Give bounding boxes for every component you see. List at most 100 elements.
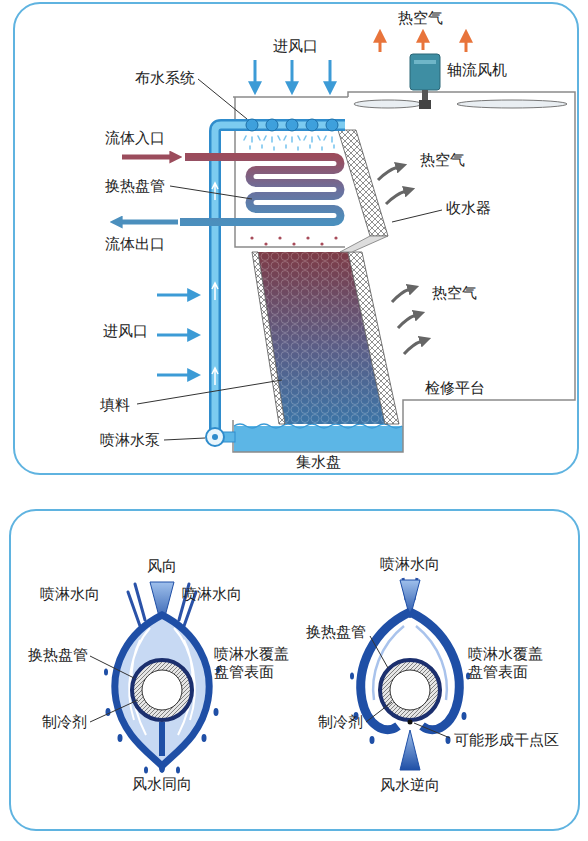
co-current-figure [202,734,207,742]
hot-air-arrows-side [378,167,398,180]
hot-air-arrows-top [379,40,382,52]
label-anchor: 换热盘管 [306,622,366,641]
drift-eliminator [338,130,388,236]
tower-housing [233,92,575,452]
panel-frames [10,3,579,830]
label-anchor: 轴流风机 [447,60,507,79]
coil-drips [250,236,253,239]
hot-air-arrows-side [378,167,422,354]
part-label: 风水同向 [132,775,192,793]
label-anchor: 流体出口 [105,234,165,253]
co-current-figure [104,669,108,676]
hot-air-arrows-top [422,40,425,50]
fill-media [252,252,399,424]
label-anchor: 喷淋水向 [40,584,100,603]
hot-air-arrows-side [398,315,416,328]
part-label: 收水器 [446,199,491,217]
fill-media [252,252,285,424]
co-current-figure [132,660,192,720]
leader-lines [198,79,247,119]
part-label: 喷淋水覆盖 盘管表面 [214,645,294,681]
fan [354,54,567,109]
fan [419,100,431,109]
counter-current-figure [408,720,413,725]
part-label: 进风口 [103,322,148,340]
air-inlet-arrows [157,60,330,375]
tower-housing [233,92,575,452]
part-label: 制冷剂 [318,713,363,731]
spray-droplets [244,136,334,150]
part-label: 喷淋水向 [182,585,242,603]
air-inlet-arrows [254,60,257,84]
leader-lines-bottom [370,636,388,668]
leader-lines [392,210,442,222]
part-label: 喷淋水向 [380,555,440,573]
counter-current-figure [462,712,467,720]
co-current-figure [115,615,209,766]
spray-pipe [206,428,224,446]
leader-lines-bottom [90,636,450,738]
counter-current-figure [390,670,430,710]
part-label: 可能形成干点区 [454,731,559,749]
co-current-figure [159,722,165,756]
basin-water [234,424,403,452]
label-anchor: 收水器 [446,198,491,217]
counter-current-figure [400,730,420,770]
label-anchor: 填料 [100,395,130,414]
part-label: 换热盘管 [306,623,366,641]
part-label: 换热盘管 [105,177,165,195]
co-current-figure [176,767,180,774]
label-anchor: 流体入口 [105,128,165,147]
co-current-figure [214,708,219,716]
label-anchor: 换热盘管 [28,645,88,664]
basin-water [234,424,402,428]
co-current-figure [142,670,182,710]
spray-nozzles [306,119,318,131]
part-label: 进风口 [273,37,318,55]
heat-exchange-coil [120,220,178,225]
counter-current-figure [370,736,375,744]
counter-current-figure [350,578,470,770]
spray-droplets [250,145,334,150]
drift-eliminator [340,236,388,252]
counter-current-figure [380,660,440,720]
label-anchor: 集水盘 [296,452,341,471]
part-label: 喷淋水覆盖 盘管表面 [468,645,548,681]
air-inlet-arrows [157,294,190,297]
co-current-figure [118,734,123,742]
part-label: 风向 [147,557,177,575]
fill-media [348,252,399,424]
spray-nozzles [266,119,278,131]
label-anchor: 热空气 [398,8,443,27]
hot-air-arrows-top [465,40,468,52]
part-label: 热空气 [420,151,465,169]
heat-exchange-coil [122,155,172,160]
drift-eliminator [338,130,388,252]
part-label: 热空气 [432,284,477,302]
panel-frames [14,3,578,474]
air-inlet-arrows [291,60,294,84]
air-inlet-arrows [157,334,190,337]
part-label: 流体出口 [105,235,165,253]
part-label: 集水盘 [296,453,341,471]
label-anchor: 布水系统 [135,68,195,87]
coil-drips [264,242,267,245]
leader-lines [137,79,442,440]
coil-drips [334,236,337,239]
part-label: 轴流风机 [447,61,507,79]
label-anchor: 风水同向 [132,774,192,793]
co-current-figure [129,628,195,735]
heat-exchange-coil [180,157,341,222]
counter-current-figure [350,673,354,680]
label-anchor: 喷淋水向 [182,584,242,603]
panel-frames [10,510,579,830]
part-label: 热空气 [398,9,443,27]
part-label: 喷淋水向 [40,585,100,603]
spray-droplets [244,136,332,142]
fan [410,54,440,90]
spray-nozzles [286,119,298,131]
hot-air-arrows-top [380,40,466,52]
label-anchor: 风水逆向 [380,775,440,794]
co-current-figure [104,582,220,774]
coil-drips [278,236,281,239]
